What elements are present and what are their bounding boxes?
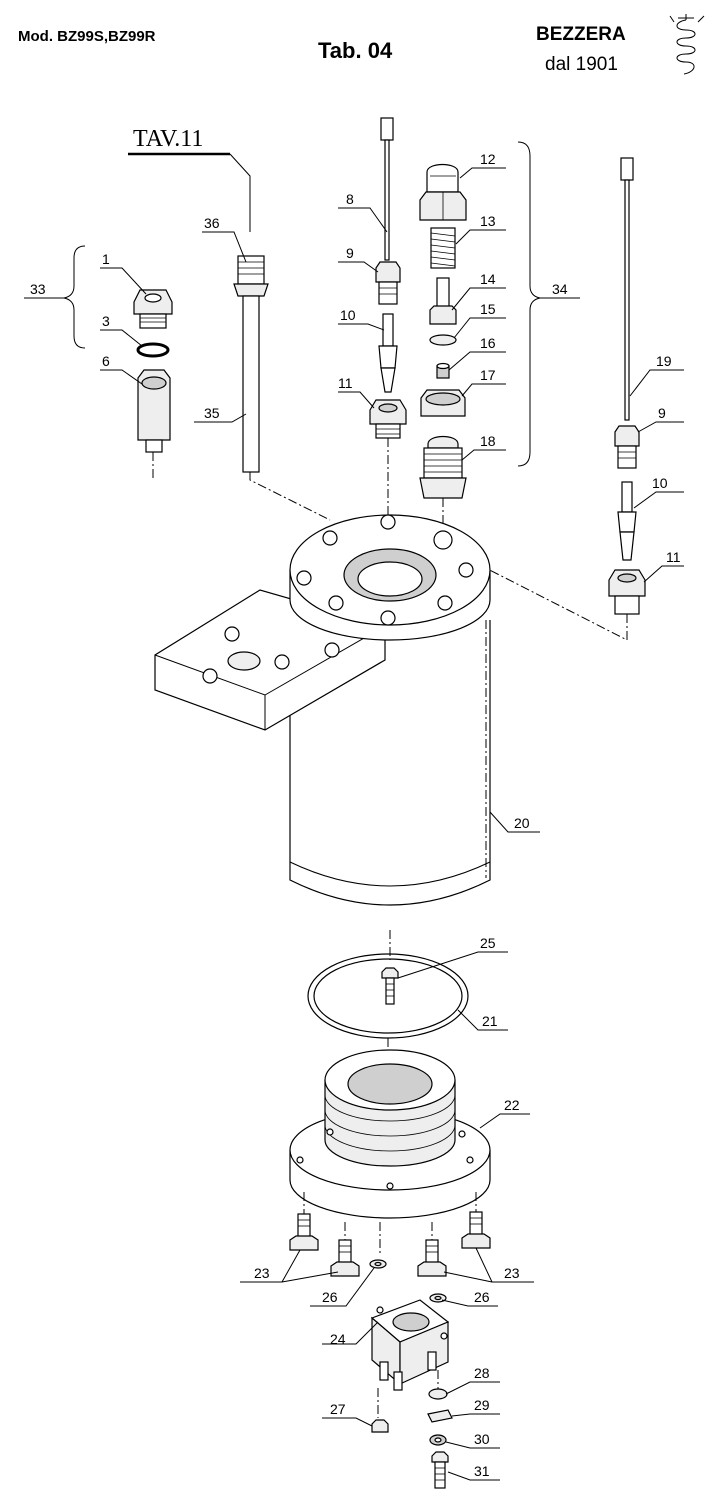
callout-19: 19 [656,353,672,369]
callout-8: 8 [346,191,354,207]
part-14-valve-stem [429,277,457,325]
callout-35: 35 [204,405,220,421]
part-3-o-ring [136,342,170,358]
part-16-seal [436,362,450,379]
part-23-bolt-c [417,1239,447,1277]
part-19-probe-rod [620,157,634,421]
callout-11: 11 [338,375,353,391]
part-20-boiler [154,514,491,906]
part-23-bolt-b [330,1239,360,1277]
part-36-35-probe-tube [233,255,269,473]
part-27-nut [371,1419,389,1433]
callout-28: 28 [474,1365,490,1381]
bezzera-logo-icon [669,14,705,75]
callout-9b: 9 [658,405,666,421]
part-26-washer-a [369,1259,387,1269]
part-13-spring [430,227,456,269]
callout-21: 21 [482,1013,498,1029]
callout-25: 25 [480,935,496,951]
part-1-plug [133,289,173,329]
part-10b-insulator [617,481,637,561]
model-label: Mod. BZ99S,BZ99R [18,28,156,45]
part-6-fitting [137,369,171,453]
part-8-probe-rod [380,117,394,261]
part-9-nut [375,261,401,305]
callout-10: 10 [340,307,356,323]
callout-31: 31 [474,1463,490,1479]
callout-17: 17 [480,367,496,383]
part-15-washer [429,334,457,346]
callout-29: 29 [474,1397,490,1413]
part-12-valve-cap [419,163,467,221]
part-29-clip [427,1409,453,1423]
brand-since: dal 1901 [545,54,618,75]
callout-27: 27 [330,1401,346,1417]
part-23-bolt-d [461,1211,491,1249]
callout-11b: 11 [666,549,681,565]
callout-34: 34 [552,281,568,297]
callout-26-left: 26 [322,1289,338,1305]
callout-20: 20 [514,815,530,831]
part-17-ring-nut [420,389,466,417]
callout-10b: 10 [652,475,668,491]
callout-13: 13 [480,213,496,229]
callout-6: 6 [102,353,110,369]
brand-name: BEZZERA [536,24,626,45]
part-9b-nut [614,425,640,469]
reference-label: TAV.11 [133,126,203,152]
callout-22: 22 [504,1097,520,1113]
part-22-heating-element [289,1049,491,1219]
callout-12: 12 [480,151,496,167]
callout-33: 33 [30,281,46,297]
callout-16: 16 [480,335,496,351]
callout-18: 18 [480,433,496,449]
callout-24: 24 [330,1331,346,1347]
callout-15: 15 [480,301,496,317]
callout-1: 1 [102,251,110,267]
part-31-screw [431,1451,449,1489]
callout-23-left: 23 [254,1265,270,1281]
callout-26-right: 26 [474,1289,490,1305]
part-25-bolt [381,967,399,1005]
part-18-valve-body [419,435,467,499]
part-11-fitting [369,399,407,439]
callout-3: 3 [102,313,110,329]
callout-30: 30 [474,1431,490,1447]
part-24-thermostat [370,1299,450,1391]
callout-23-right: 23 [504,1265,520,1281]
part-30-spring-washer [429,1434,447,1446]
part-28-washer [428,1388,448,1400]
callout-36: 36 [204,215,220,231]
callout-9: 9 [346,245,354,261]
table-title: Tab. 04 [318,38,393,63]
part-23-bolt-a [289,1213,319,1251]
leader-lines [24,167,684,1481]
part-11b-fitting [608,569,646,615]
part-10-insulator [378,313,398,393]
callout-14: 14 [480,271,496,287]
